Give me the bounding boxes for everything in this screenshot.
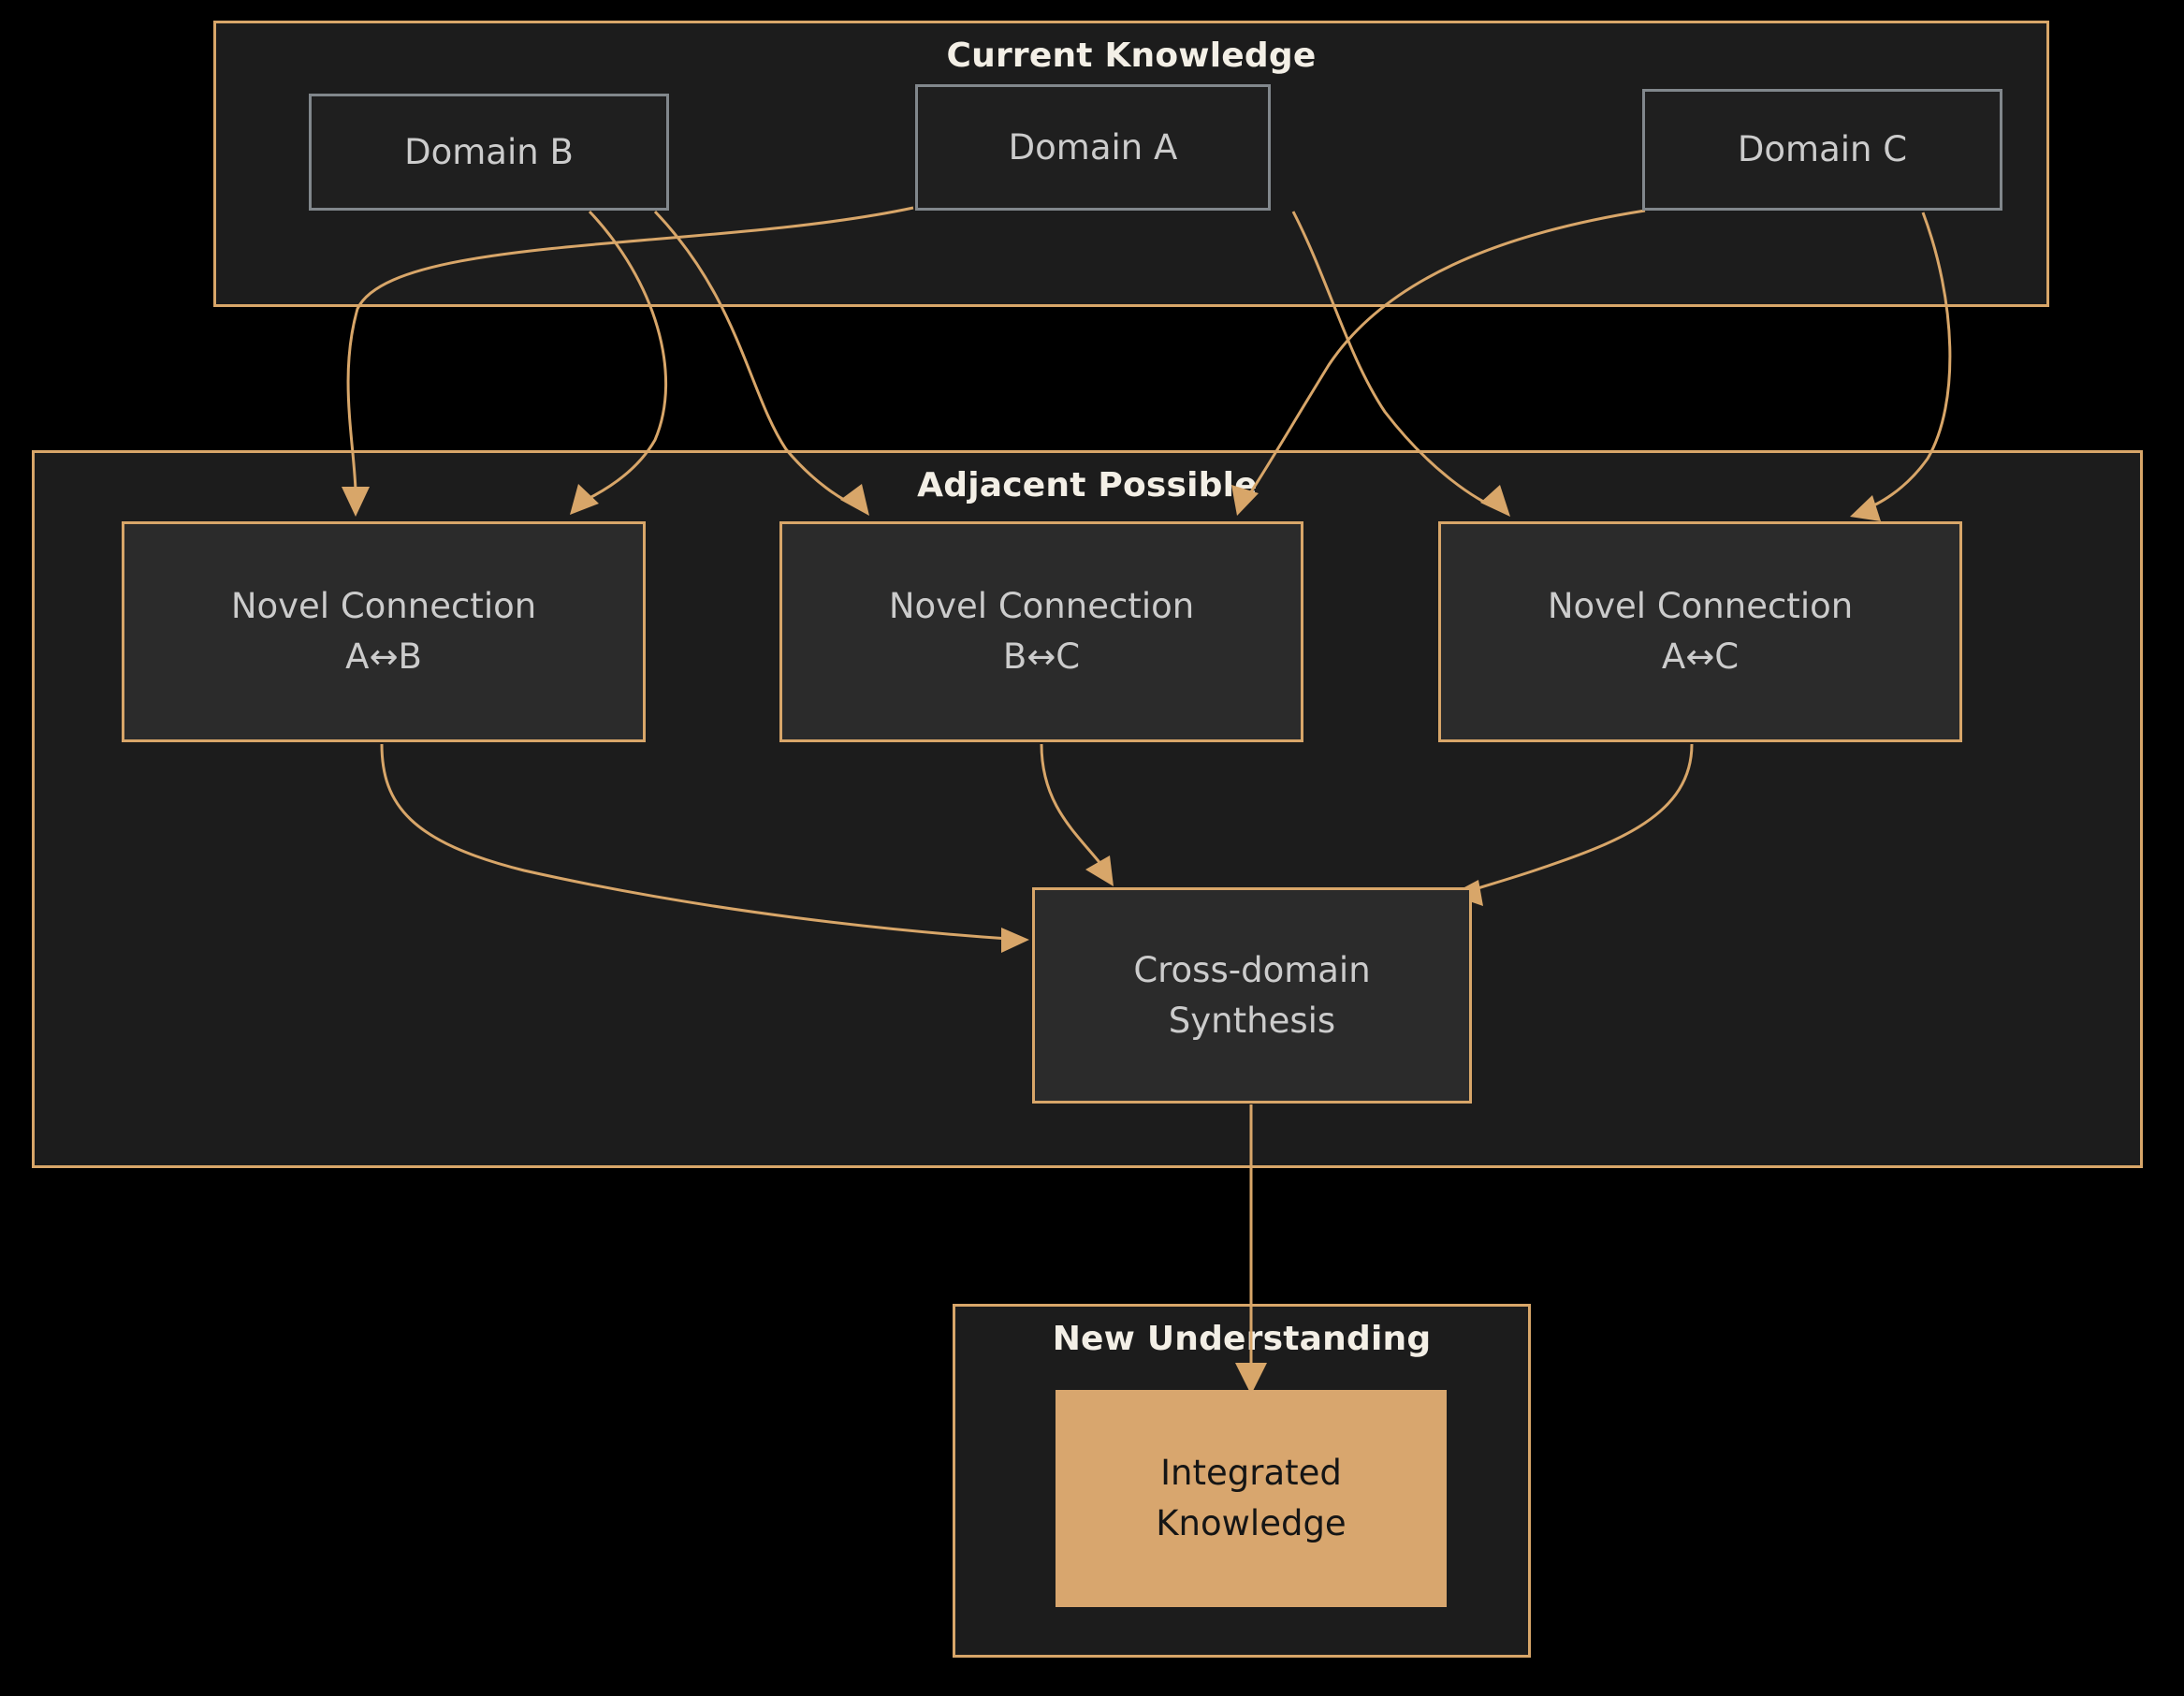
node-domain-b-label: Domain B [404,131,574,172]
node-novel-connection-bc[interactable]: Novel Connection B↔C [779,521,1303,742]
node-cross-domain-synthesis-line1: Cross-domain [1133,949,1371,990]
cluster-adjacent-possible-label: Adjacent Possible [917,466,1258,504]
node-domain-a[interactable]: Domain A [915,84,1271,211]
node-novel-connection-ab[interactable]: Novel Connection A↔B [122,521,646,742]
node-novel-connection-ac-line2: A↔C [1661,636,1740,677]
node-domain-c[interactable]: Domain C [1642,89,2002,211]
node-cross-domain-synthesis-line2: Synthesis [1168,1000,1336,1041]
node-novel-connection-ac-line1: Novel Connection [1547,586,1854,627]
node-integrated-knowledge[interactable]: Integrated Knowledge [1056,1390,1447,1607]
node-domain-a-label: Domain A [1008,126,1178,168]
node-domain-b[interactable]: Domain B [309,94,669,211]
node-novel-connection-bc-line2: B↔C [1002,636,1081,677]
node-integrated-knowledge-line2: Knowledge [1156,1503,1347,1543]
node-domain-c-label: Domain C [1737,129,1908,170]
node-novel-connection-ab-line2: A↔B [345,636,422,677]
node-novel-connection-ac[interactable]: Novel Connection A↔C [1438,521,1962,742]
cluster-current-knowledge-label: Current Knowledge [946,37,1317,75]
cluster-new-understanding-label: New Understanding [1052,1320,1432,1358]
node-novel-connection-ab-line1: Novel Connection [230,586,537,627]
node-novel-connection-bc-line1: Novel Connection [888,586,1195,627]
node-integrated-knowledge-line1: Integrated [1160,1453,1342,1494]
node-cross-domain-synthesis[interactable]: Cross-domain Synthesis [1032,887,1472,1104]
